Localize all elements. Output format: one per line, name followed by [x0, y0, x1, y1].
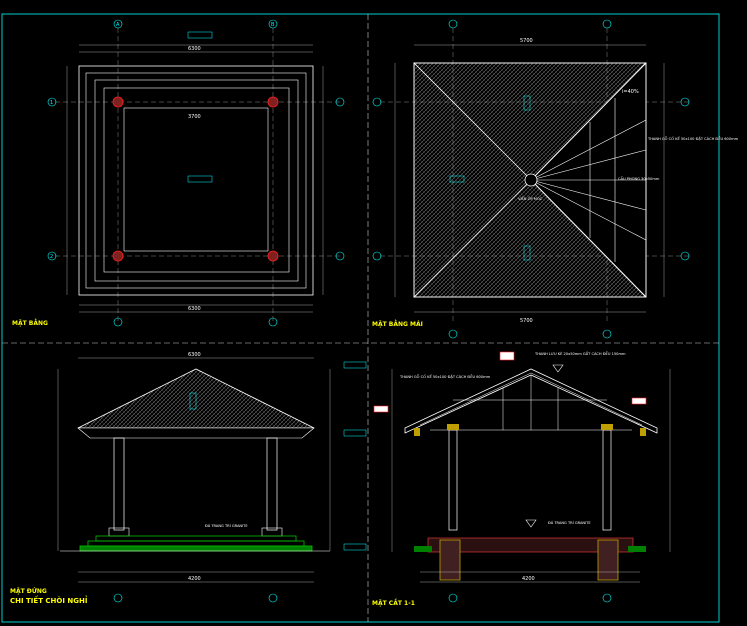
- tie-note: THANH GỖ CỐ KẾ 50x100 ĐẶT CÁCH ĐỀU 600mm: [647, 135, 739, 141]
- rafter-note: THANH LƯU KÈ 20x50mm GẮT CÁCH ĐỀU 150mm: [534, 351, 626, 356]
- plan-grid-a-label: A: [116, 22, 120, 28]
- roof-dim-bottom: 5700: [520, 318, 533, 324]
- elevation-column-right: [266, 437, 278, 531]
- section-slab: [427, 537, 634, 553]
- elevation-stone-note: ĐÁ TRANG TRÍ GRANITE: [205, 523, 248, 528]
- section-dim-bottom: 4200: [522, 576, 535, 582]
- elevation-dim-bottom: 4200: [188, 576, 201, 582]
- section-stone-note: ĐÁ TRANG TRÍ GRANITE: [548, 520, 591, 525]
- roof-plan: [372, 19, 690, 339]
- column-marker: [267, 96, 279, 108]
- section-roof: [404, 368, 658, 434]
- section-title: MẶT CẮT 1-1: [372, 599, 415, 607]
- plan-grid-1-label: 1: [50, 100, 53, 106]
- column-marker: [112, 250, 124, 262]
- roof-plan-title: MẶT BẰNG MÁI: [372, 320, 423, 328]
- roof-slope-label: i=40%: [622, 89, 639, 95]
- drawing-border: [1, 13, 720, 623]
- roof-dim-top: 5700: [520, 38, 533, 44]
- elevation-dim-top: 6300: [188, 352, 201, 358]
- front-elevation: [57, 357, 367, 603]
- plan-dim-top: 6300: [188, 46, 201, 52]
- section-tie-note: THANH GỖ CỐ KẾ 50x100 ĐẶT CÁCH ĐỀU 600mm: [399, 373, 491, 379]
- plan-title: MẶT BẰNG: [12, 319, 48, 327]
- floor-plan: [47, 19, 345, 327]
- elevation-title-2: CHI TIẾT CHÒI NGHỈ: [10, 595, 88, 605]
- plan-dim-bottom: 6300: [188, 306, 201, 312]
- elevation-column-left: [113, 437, 125, 531]
- ridge-cap: [524, 173, 538, 187]
- plan-outer-step: [78, 65, 314, 296]
- plan-grid-b-label: B: [271, 22, 275, 28]
- section-column-left: [448, 429, 458, 531]
- section-column-right: [602, 429, 612, 531]
- ridge-note: VIỀN ỐP MÓC: [518, 196, 543, 201]
- elevation-title-1: MẶT ĐỨNG: [10, 588, 47, 595]
- section-1-1: [373, 351, 671, 603]
- column-marker: [267, 250, 279, 262]
- purlin-note: CẦU PHONG 30x50mm: [618, 176, 660, 181]
- column-marker: [112, 96, 124, 108]
- elevation-steps: [79, 545, 313, 552]
- plan-grid-2-label: 2: [50, 254, 53, 260]
- plan-dim-inner: 3700: [188, 114, 201, 120]
